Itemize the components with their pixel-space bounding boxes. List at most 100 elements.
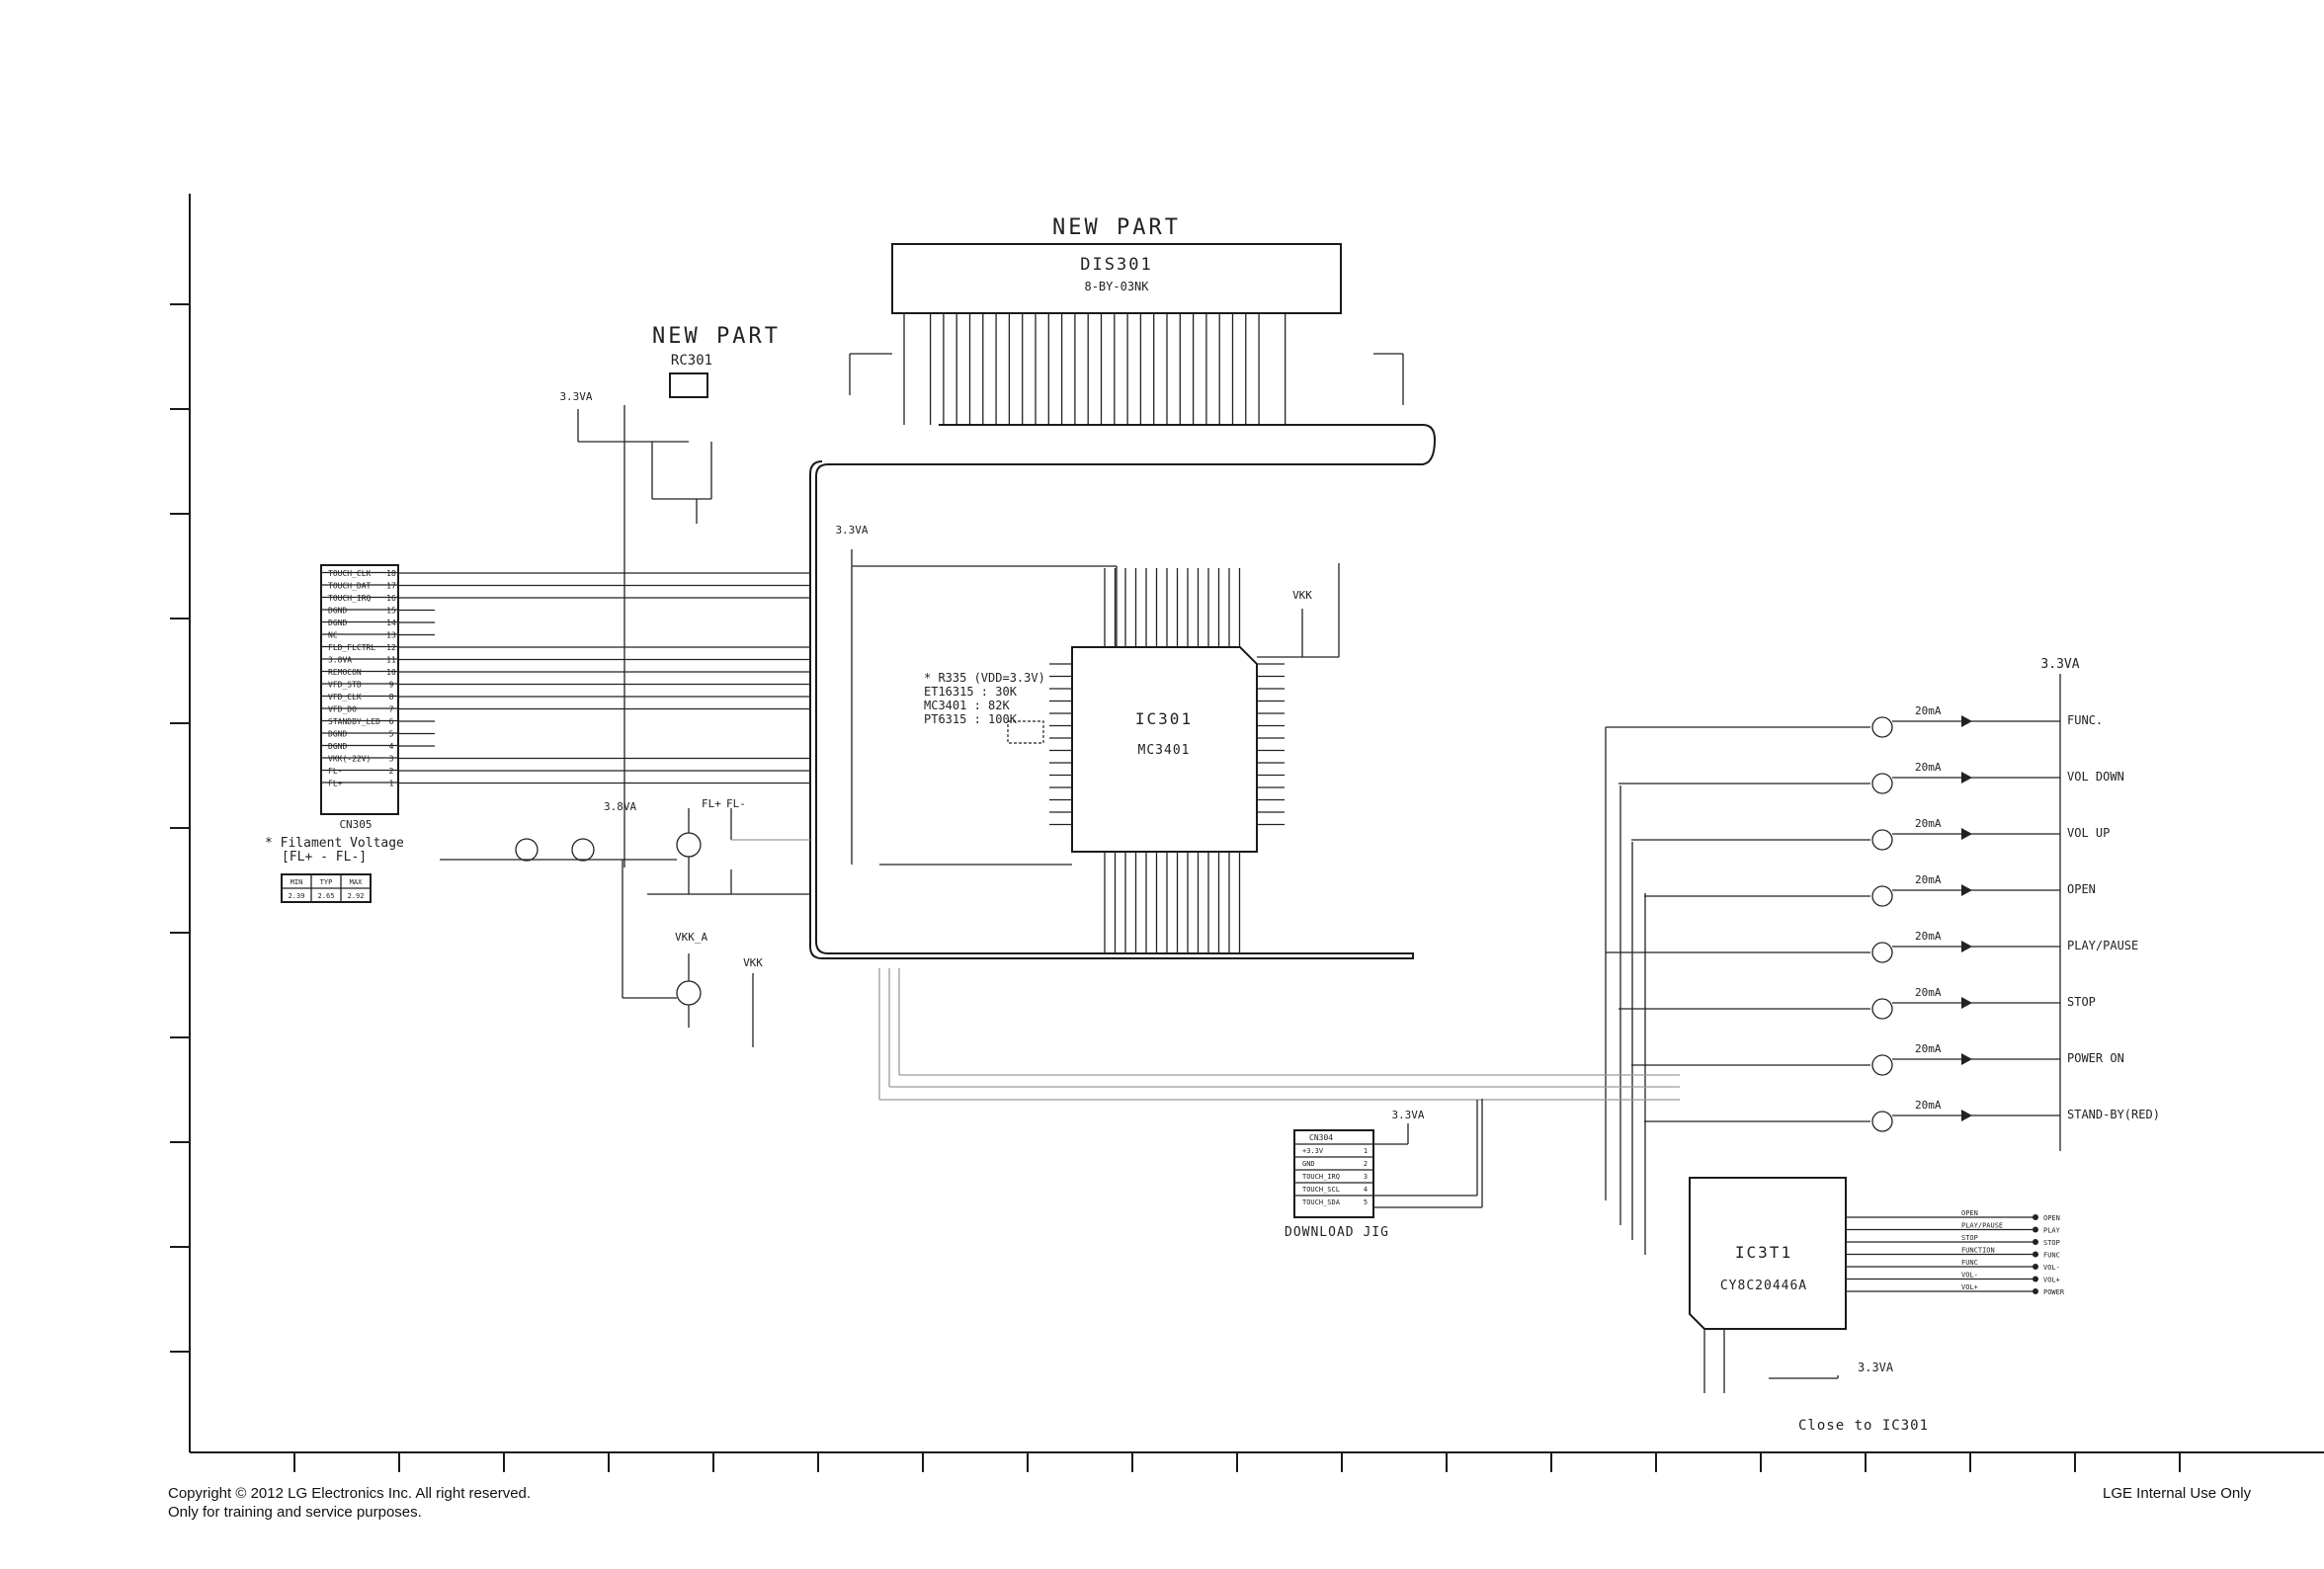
new-part-heading: NEW PART: [1052, 215, 1181, 240]
key-label: FUNC.: [2067, 713, 2103, 727]
rail-38va: 3.8VA: [604, 800, 636, 813]
ic301-part: MC3401: [1138, 743, 1191, 758]
note-line1: * R335 (VDD=3.3V): [924, 671, 1045, 685]
cn305-pin-num: 15: [386, 607, 396, 616]
key-label: OPEN: [2067, 882, 2096, 896]
cn305-pin-name: TOUCH_IRQ: [328, 594, 372, 603]
bus: [809, 424, 1437, 959]
touch-output-label: VOL-: [2043, 1264, 2060, 1272]
dis301-part: 8-BY-03NK: [1084, 280, 1149, 293]
touch-output-label: STOP: [2043, 1239, 2060, 1247]
filament-header: MIN: [290, 878, 303, 886]
key-rail: 3.3VA: [2040, 657, 2079, 672]
cn304-ref: CN304: [1309, 1133, 1333, 1142]
touch-output-node: [2033, 1276, 2038, 1282]
key-label: POWER ON: [2067, 1051, 2124, 1065]
cn305-pin-name: DGND: [328, 730, 347, 739]
touch-output-node: [2033, 1264, 2038, 1270]
cn305-pin-name: TOUCH_DAT: [328, 582, 372, 591]
touch-net-label: FUNC: [1961, 1259, 1978, 1267]
footer-left: Copyright © 2012 LG Electronics Inc. All…: [168, 1484, 531, 1522]
cn305-pin-name: 3.8VA: [328, 656, 352, 665]
cn305-pin-num: 6: [389, 717, 394, 726]
key-transistor: [1871, 942, 1893, 963]
key-transistor: [1871, 998, 1893, 1020]
touch-output-label: OPEN: [2043, 1214, 2060, 1222]
cn305-pin-name: FL+: [328, 780, 343, 788]
fl-minus-label: FL-: [726, 797, 746, 810]
key-label: VOL DOWN: [2067, 770, 2124, 784]
dis301-ref: DIS301: [1080, 255, 1152, 275]
cn305-pin-name: REMOCON: [328, 668, 362, 677]
cn304-pin-name: TOUCH_IRQ: [1302, 1173, 1340, 1181]
led-icon: [1961, 997, 1972, 1009]
cn305-pin-name: NC: [328, 631, 338, 640]
ic301-ref: IC301: [1135, 709, 1193, 728]
ic301-rail: 3.3VA: [835, 524, 868, 537]
touch-output-label: VOL+: [2043, 1277, 2060, 1284]
touch-net-label: OPEN: [1961, 1209, 1978, 1217]
cn305-pin-num: 5: [389, 730, 394, 739]
cn305-pin-name: TOUCH_CLK: [328, 569, 372, 578]
touch-output-label: PLAY: [2043, 1227, 2061, 1235]
cn304-caption: DOWNLOAD JIG: [1285, 1225, 1389, 1240]
key-transistor: [1871, 773, 1893, 794]
touch-output-node: [2033, 1239, 2038, 1245]
ic3t1-part: CY8C20446A: [1720, 1279, 1807, 1293]
cn305-pin-num: 2: [389, 767, 394, 776]
cn305-pin-num: 3: [389, 755, 394, 764]
internal-use-text: LGE Internal Use Only: [2103, 1485, 2252, 1502]
training-text: Only for training and service purposes.: [168, 1504, 422, 1521]
key-current: 20mA: [1915, 704, 1942, 717]
led-icon: [1961, 884, 1972, 896]
touch-output-node: [2033, 1214, 2038, 1220]
cn305-pin-num: 1: [389, 780, 394, 788]
touch-output-node: [2033, 1251, 2038, 1258]
touch-output-label: FUNC: [2043, 1252, 2060, 1260]
filament-header: MAX: [350, 878, 363, 886]
cn305-pin-name: STANDBY_LED: [328, 717, 380, 726]
touch-net-label: VOL+: [1961, 1283, 1978, 1291]
cn305-pin-name: VFD_CLK: [328, 693, 362, 702]
fl-plus-label: FL+: [702, 797, 721, 810]
cn305-pin-name: DGND: [328, 742, 347, 751]
cn305-pin-num: 4: [389, 742, 394, 751]
filament-value: 2.65: [318, 892, 335, 900]
vkk-b-label: VKK: [743, 956, 763, 969]
ic3t1: IC3T1 CY8C20446A OPENOPENPLAYPLAY/PAUSES…: [878, 968, 2065, 1434]
touch-output-node: [2033, 1226, 2038, 1233]
key-label: STOP: [2067, 995, 2096, 1009]
cn305-pin-num: 12: [386, 643, 396, 652]
cn304-pin-num: 3: [1364, 1173, 1368, 1181]
key-label: STAND-BY(RED): [2067, 1108, 2160, 1121]
filament-value: 2.92: [348, 892, 365, 900]
vkk-a-label: VKK_A: [675, 931, 707, 944]
cn304-pin-num: 4: [1364, 1186, 1368, 1194]
led-icon: [1961, 941, 1972, 952]
key-current: 20mA: [1915, 930, 1942, 943]
touch-net-label: STOP: [1961, 1234, 1978, 1242]
key-transistor: [1871, 1054, 1893, 1076]
touch-output-node: [2033, 1288, 2038, 1294]
key-current: 20mA: [1915, 817, 1942, 830]
key-transistor: [1871, 829, 1893, 851]
cn305-pin-name: VFD_STB: [328, 681, 362, 690]
cn304-pin-name: TOUCH_SCL: [1302, 1186, 1340, 1194]
key-current: 20mA: [1915, 873, 1942, 886]
key-transistor: [1871, 885, 1893, 907]
led-icon: [1961, 1053, 1972, 1065]
filament-title: * Filament Voltage: [265, 836, 404, 851]
key-drive-lines: [1605, 727, 1646, 1255]
led-icon: [1961, 828, 1972, 840]
cn305-pin-num: 10: [386, 668, 396, 677]
cn304-pin-num: 2: [1364, 1160, 1368, 1168]
display-dis301: NEW PART DIS301 8-BY-03NK: [849, 215, 1404, 425]
cn305-pin-num: 18: [386, 569, 396, 578]
note-line3: MC3401 : 82K: [924, 699, 1010, 712]
cn305-pin-name: FLD_FLCTRL: [328, 643, 375, 652]
cn304-pin-num: 5: [1364, 1198, 1368, 1206]
